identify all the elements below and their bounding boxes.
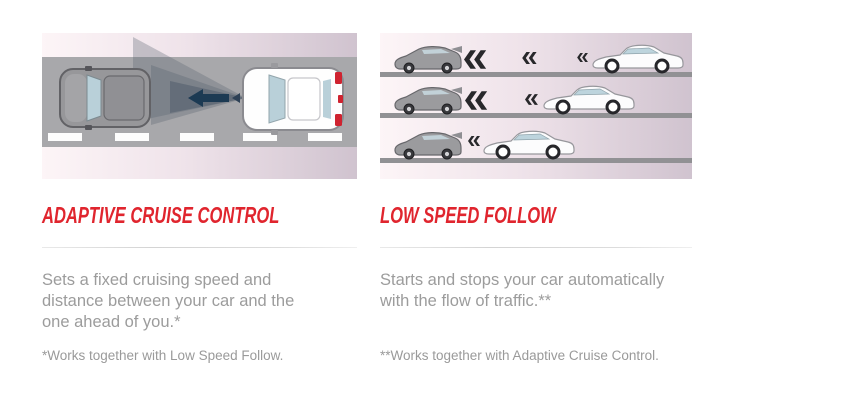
acc-diagram-svg (42, 33, 357, 179)
lsf-divider (380, 247, 692, 248)
left-arrow-icon (188, 89, 229, 107)
your-car-top-view (242, 63, 344, 135)
acc-illustration (42, 33, 357, 179)
feature-adaptive-cruise-control: ADAPTIVE CRUISE CONTROL Sets a fixed cru… (42, 33, 357, 393)
feature-low-speed-follow: LOW SPEED FOLLOW Starts and stops your c… (380, 33, 692, 393)
lsf-road-bars (380, 72, 692, 163)
acc-description: Sets a fixed cruising speed and distance… (42, 270, 294, 333)
acc-footnote: *Works together with Low Speed Follow. (42, 348, 284, 363)
acc-desc-line-1: Sets a fixed cruising speed and (42, 271, 272, 289)
lsf-title: LOW SPEED FOLLOW (380, 202, 556, 228)
lead-car-top-view (59, 66, 151, 130)
acc-desc-line-3: one ahead of you.* (42, 313, 181, 331)
lsf-description: Starts and stops your car automatically … (380, 270, 664, 312)
lsf-diagram-svg (380, 33, 692, 179)
lsf-illustration (380, 33, 692, 179)
lsf-desc-line-2: with the flow of traffic.** (380, 292, 552, 310)
lane-markings (48, 133, 342, 141)
acc-divider (42, 247, 357, 248)
lsf-footnote: **Works together with Adaptive Cruise Co… (380, 348, 659, 363)
acc-title: ADAPTIVE CRUISE CONTROL (42, 202, 280, 228)
acc-desc-line-2: distance between your car and the (42, 292, 295, 310)
lsf-desc-line-1: Starts and stops your car automatically (380, 271, 665, 289)
